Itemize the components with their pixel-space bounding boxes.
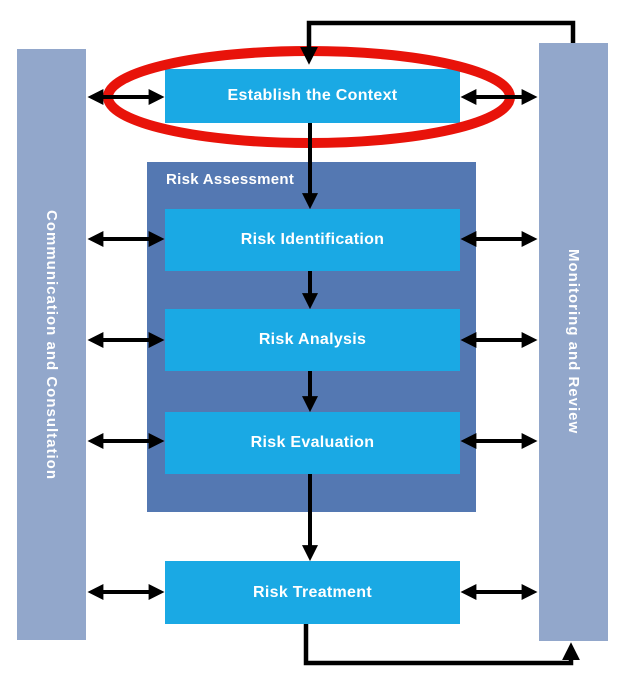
communication-consultation-bar: Communication and Consultation <box>17 49 86 640</box>
bottom-feedback-arrow <box>303 624 580 666</box>
risk-analysis-label: Risk Analysis <box>258 331 367 348</box>
node-risk-treatment: Risk Treatment <box>165 561 460 624</box>
risk-identification-label: Risk Identification <box>240 231 385 248</box>
top-feedback-arrow <box>300 20 576 65</box>
node-risk-evaluation: Risk Evaluation <box>165 412 460 474</box>
risk-treatment-label: Risk Treatment <box>253 583 372 601</box>
monitoring-review-label: Monitoring and Review <box>565 249 582 435</box>
risk-assessment-label: Risk Assessment <box>166 171 295 188</box>
node-risk-identification: Risk Identification <box>165 209 460 271</box>
monitoring-review-bar: Monitoring and Review <box>539 43 608 641</box>
node-establish-the-context: Establish the Context <box>165 69 460 123</box>
node-risk-analysis: Risk Analysis <box>165 309 460 371</box>
communication-consultation-label: Communication and Consultation <box>43 209 60 480</box>
establish-the-context-label: Establish the Context <box>227 87 398 104</box>
risk-evaluation-label: Risk Evaluation <box>250 434 375 451</box>
